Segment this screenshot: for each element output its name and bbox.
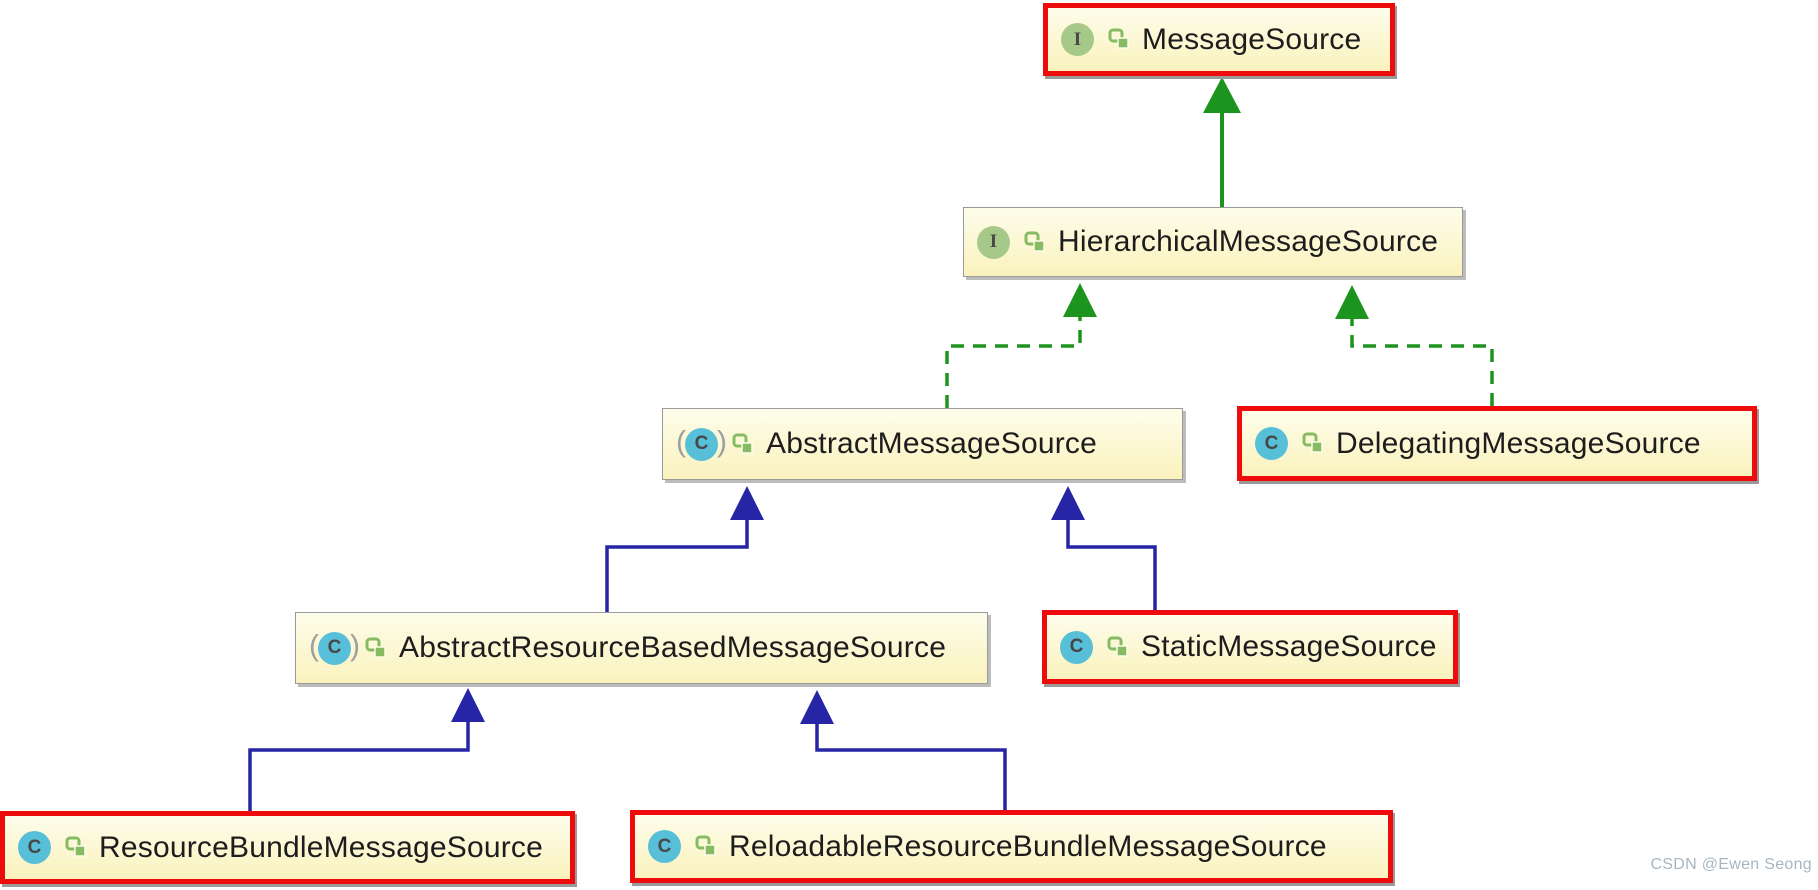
class-node-hierarchical-message-source[interactable]: I HierarchicalMessageSource — [963, 207, 1463, 277]
interface-icon: I — [1061, 23, 1094, 56]
class-node-resource-bundle-message-source[interactable]: C ResourceBundleMessageSource — [0, 811, 575, 884]
edge-hierarchical-extends-messagesource — [1203, 77, 1241, 207]
edge-staticms-extends-abstractms — [1051, 486, 1157, 610]
public-lock-icon — [1108, 28, 1129, 49]
public-lock-icon — [1107, 636, 1128, 657]
edge-arbms-extends-abstractms — [605, 486, 764, 612]
edge-abstractms-implements-hierarchical — [945, 283, 1097, 408]
edge-rrbms-extends-arbms — [800, 690, 1007, 810]
class-name-label: StaticMessageSource — [1141, 630, 1437, 663]
class-icon: C — [18, 831, 51, 864]
class-node-static-message-source[interactable]: C StaticMessageSource — [1042, 610, 1458, 684]
public-lock-icon — [695, 835, 716, 856]
public-lock-icon — [65, 836, 86, 857]
public-lock-icon — [732, 433, 753, 454]
class-node-message-source[interactable]: I MessageSource — [1043, 3, 1395, 76]
abstract-class-icon: C — [318, 631, 351, 665]
public-lock-icon — [1024, 231, 1045, 252]
class-node-reloadable-resource-bundle-message-source[interactable]: C ReloadableResourceBundleMessageSource — [630, 810, 1393, 883]
class-name-label: AbstractMessageSource — [766, 427, 1098, 460]
class-node-abstract-resource-based-message-source[interactable]: C AbstractResourceBasedMessageSource — [295, 612, 988, 684]
class-icon: C — [1060, 630, 1093, 664]
public-lock-icon — [365, 637, 386, 658]
abstract-class-icon: C — [685, 427, 718, 461]
class-node-delegating-message-source[interactable]: C DelegatingMessageSource — [1237, 406, 1757, 481]
class-icon: C — [648, 830, 681, 863]
class-name-label: ReloadableResourceBundleMessageSource — [729, 829, 1327, 863]
class-name-label: ResourceBundleMessageSource — [99, 830, 543, 864]
class-icon: C — [1255, 427, 1288, 460]
edge-delegating-implements-hierarchical — [1335, 285, 1494, 406]
interface-icon: I — [977, 225, 1010, 259]
public-lock-icon — [1302, 432, 1323, 453]
class-name-label: MessageSource — [1142, 22, 1362, 56]
csdn-watermark: CSDN @Ewen Seong — [1650, 856, 1812, 873]
class-name-label: HierarchicalMessageSource — [1058, 225, 1439, 258]
class-name-label: DelegatingMessageSource — [1336, 426, 1701, 460]
class-name-label: AbstractResourceBasedMessageSource — [399, 631, 947, 664]
edge-rbms-extends-arbms — [248, 688, 485, 811]
class-node-abstract-message-source[interactable]: C AbstractMessageSource — [662, 408, 1183, 480]
